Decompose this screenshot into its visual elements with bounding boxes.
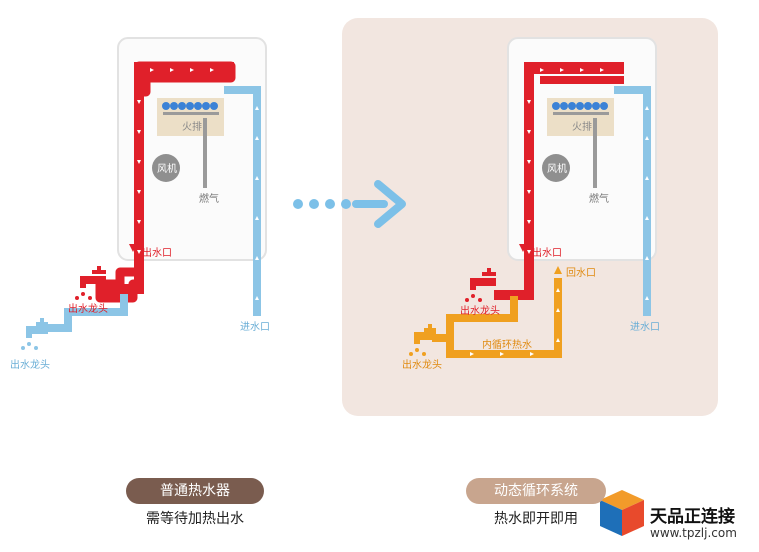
left-hot-tap-icon — [75, 266, 106, 300]
right-cold-vertical — [643, 86, 651, 316]
right-loop-vert-c — [554, 278, 562, 358]
right-hot-top — [526, 62, 624, 74]
right-loop-vert-a — [510, 296, 518, 322]
left-system-pill: 普通热水器 — [126, 478, 264, 504]
right-gas-pipe — [593, 118, 597, 188]
left-outlet-label: 出水口 — [142, 246, 172, 259]
right-hot-top2 — [540, 76, 624, 84]
right-burner-label: 火排 — [572, 120, 592, 133]
left-hot-top — [136, 62, 234, 74]
left-caption: 需等待加热出水 — [146, 511, 244, 527]
left-tap-label: 出水龙头 — [68, 302, 108, 315]
left-flames — [162, 102, 218, 110]
left-cold-branch-d — [44, 324, 72, 332]
left-burner-label: 火排 — [182, 120, 202, 133]
left-fan-icon — [152, 154, 180, 182]
watermark-url: www.tpzlj.com — [650, 526, 737, 540]
transition-arrow-icon — [293, 180, 406, 228]
left-outlet-arrow — [129, 244, 137, 252]
right-heater: 火排 风机 燃气 出水口 回水口 — [402, 37, 660, 371]
left-burner-bar — [163, 112, 219, 115]
right-loop-top — [446, 314, 518, 322]
right-caption: 热水即开即用 — [494, 511, 578, 527]
right-fan-icon — [542, 154, 570, 182]
right-inlet-label: 进水口 — [630, 321, 660, 333]
left-heater: 火排 风机 燃气 出水口 出 — [10, 37, 270, 371]
right-gas-label: 燃气 — [589, 192, 609, 205]
right-burner-bar — [553, 112, 609, 115]
right-fan-label: 风机 — [547, 162, 567, 175]
left-hot-horizontal — [104, 284, 144, 294]
right-tap2-label: 出水龙头 — [402, 358, 442, 371]
right-flow-arrows — [470, 68, 649, 356]
right-hot-horizontal — [494, 290, 534, 300]
right-hot-tap-icon — [465, 268, 496, 302]
left-cold-branch-c — [64, 308, 72, 330]
watermark-logo-icon — [600, 490, 644, 536]
right-return-arrow — [554, 266, 562, 274]
left-cold-branch-b — [64, 308, 128, 316]
right-hot-vertical — [524, 62, 534, 296]
left-cold-tap-icon — [21, 318, 48, 350]
left-gas-label: 燃气 — [199, 192, 219, 205]
left-cold-top — [224, 86, 260, 94]
left-fan-label: 风机 — [157, 162, 177, 175]
left-tap2-label: 出水龙头 — [10, 358, 50, 371]
right-loop-label: 内循环热水 — [482, 338, 532, 351]
right-outlet-arrow — [519, 244, 527, 252]
watermark-brand: 天品正连接 — [650, 507, 735, 527]
right-tap-label: 出水龙头 — [460, 304, 500, 317]
left-hot-vertical — [134, 62, 144, 288]
right-outlet-label: 出水口 — [532, 246, 562, 259]
right-return-label: 回水口 — [566, 267, 596, 279]
right-system-pill: 动态循环系统 — [466, 478, 606, 504]
right-flames — [552, 102, 608, 110]
left-inlet-label: 进水口 — [240, 321, 270, 333]
left-gas-pipe — [203, 118, 207, 188]
left-cold-vertical — [253, 86, 261, 316]
left-cold-branch-a — [120, 294, 128, 314]
right-cold-top — [614, 86, 650, 94]
right-loop-tap-icon — [409, 324, 436, 356]
left-flow-arrows — [137, 68, 259, 300]
right-loop-tap-branch — [432, 334, 454, 342]
